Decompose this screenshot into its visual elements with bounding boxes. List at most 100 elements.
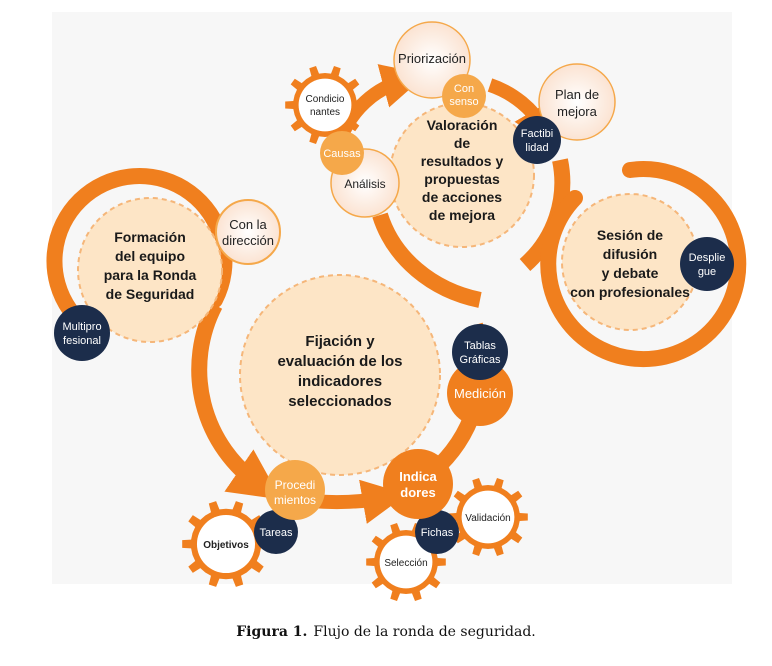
formacion-line: Formación: [114, 229, 186, 245]
ring-sesion: [540, 161, 747, 367]
valoracion-line: Valoración: [427, 117, 498, 133]
stage-formacion: Formación del equipo para la Ronda de Segur…: [77, 197, 223, 343]
con_la_direccion-line: Con la: [229, 217, 267, 232]
despliegue-line: gue: [698, 266, 716, 278]
tablas_graficas-line: Gráficas: [460, 354, 501, 366]
priorizacion-line: Priorización: [398, 51, 466, 66]
gear-seleccion-center: [379, 535, 433, 589]
valoracion-line: resultados y: [421, 153, 504, 169]
con_senso-line: senso: [449, 96, 478, 108]
gear-icon-condicionantes: Condicio nantes: [285, 66, 365, 144]
sesion-line: Sesión de: [597, 227, 663, 243]
gear-objetivos-center: [196, 514, 256, 574]
plan_de_mejora-line: Plan de: [555, 87, 599, 102]
tablas_graficas-line: Tablas: [464, 340, 496, 352]
node-medicion: Medición: [447, 360, 513, 426]
node-causas: Causas: [320, 131, 364, 175]
valoracion-line: de acciones: [422, 189, 502, 205]
node-plan-de-mejora: Plan de mejora: [538, 63, 616, 141]
formacion-line: para la Ronda: [104, 267, 197, 283]
node-factibilidad: Factibi lidad: [513, 116, 561, 164]
fijacion-line: indicadores: [298, 373, 382, 390]
plan_de_mejora-line: mejora: [557, 104, 598, 119]
gear-icon-objetivos: Objetivos: [182, 501, 270, 587]
indicadores-line: Indica: [399, 469, 437, 484]
seleccion-line: Selección: [384, 558, 427, 569]
con_la_direccion-line: dirección: [222, 233, 274, 248]
fijacion-line: seleccionados: [288, 393, 391, 410]
stage-valoracion: Valoración de resultados y propuestas de acc…: [389, 102, 535, 248]
figure-caption: Figura 1. Flujo de la ronda de seguridad.: [0, 624, 772, 640]
gear-icon-seleccion: Selección: [366, 523, 446, 601]
fijacion-line: evaluación de los: [277, 353, 402, 370]
indicadores-line: dores: [400, 485, 435, 500]
sesion-line: y debate: [602, 265, 659, 281]
node-fichas: Fichas: [415, 510, 459, 554]
condicionantes-line: Condicio: [306, 94, 345, 105]
workflow-diagram: Formación del equipo para la Ronda de Segur…: [46, 21, 747, 601]
formacion-line: del equipo: [115, 248, 185, 264]
formacion-line: de Seguridad: [106, 286, 195, 302]
stage-fijacion: Fijación y evaluación de los indicadores se…: [239, 274, 441, 476]
objetivos-label: Objetivos: [203, 540, 249, 551]
procedimientos-line: Procedi: [275, 478, 316, 492]
factibilidad-line: lidad: [525, 142, 548, 154]
sesion-line: con profesionales: [570, 284, 690, 300]
gear-icon-validacion: Validación: [448, 478, 528, 556]
multiprofesional-line: fesional: [63, 335, 101, 347]
valoracion-line: propuestas: [424, 171, 500, 187]
despliegue-line: Desplie: [689, 252, 726, 264]
medicion-line: Medición: [454, 386, 506, 401]
valoracion-line: de mejora: [429, 207, 495, 223]
con_senso-line: Con: [454, 83, 474, 95]
caption-text: Flujo de la ronda de seguridad.: [313, 624, 536, 640]
condicionantes-line: nantes: [310, 107, 340, 118]
node-tareas: Tareas: [254, 510, 298, 554]
factibilidad-line: Factibi: [521, 128, 553, 140]
analisis-line: Análisis: [344, 177, 385, 191]
gear-condicionantes-center: [298, 78, 352, 132]
svg-text:Causas: Causas: [323, 148, 361, 160]
svg-text:Análisis: Análisis: [344, 177, 385, 191]
valoracion-line: de: [454, 135, 471, 151]
procedimientos-line: mientos: [274, 493, 316, 507]
stage-sesion: Sesión de difusión y debate con profesional…: [561, 193, 699, 331]
node-multiprofesional: Multipro fesional: [54, 305, 110, 361]
fijacion-line: Fijación y: [305, 333, 375, 350]
validacion-label: Validación: [465, 513, 510, 524]
objetivos-line: Objetivos: [203, 540, 249, 551]
tareas-line: Tareas: [259, 527, 293, 539]
validacion-line: Validación: [465, 513, 510, 524]
multiprofesional-line: Multipro: [62, 321, 101, 333]
causas-line: Causas: [323, 148, 361, 160]
sesion-line: difusión: [603, 246, 657, 262]
fichas-line: Fichas: [421, 527, 454, 539]
gear-validacion-center: [461, 490, 515, 544]
svg-text:Tareas: Tareas: [259, 527, 293, 539]
seleccion-label: Selección: [384, 558, 427, 569]
caption-label: Figura 1.: [236, 624, 308, 640]
node-despliegue: Desplie gue: [680, 237, 734, 291]
svg-text:Priorización: Priorización: [398, 51, 466, 66]
condicionantes-label: Condicio nantes: [306, 94, 345, 118]
svg-text:Medición: Medición: [454, 386, 506, 401]
svg-text:Fichas: Fichas: [421, 527, 454, 539]
